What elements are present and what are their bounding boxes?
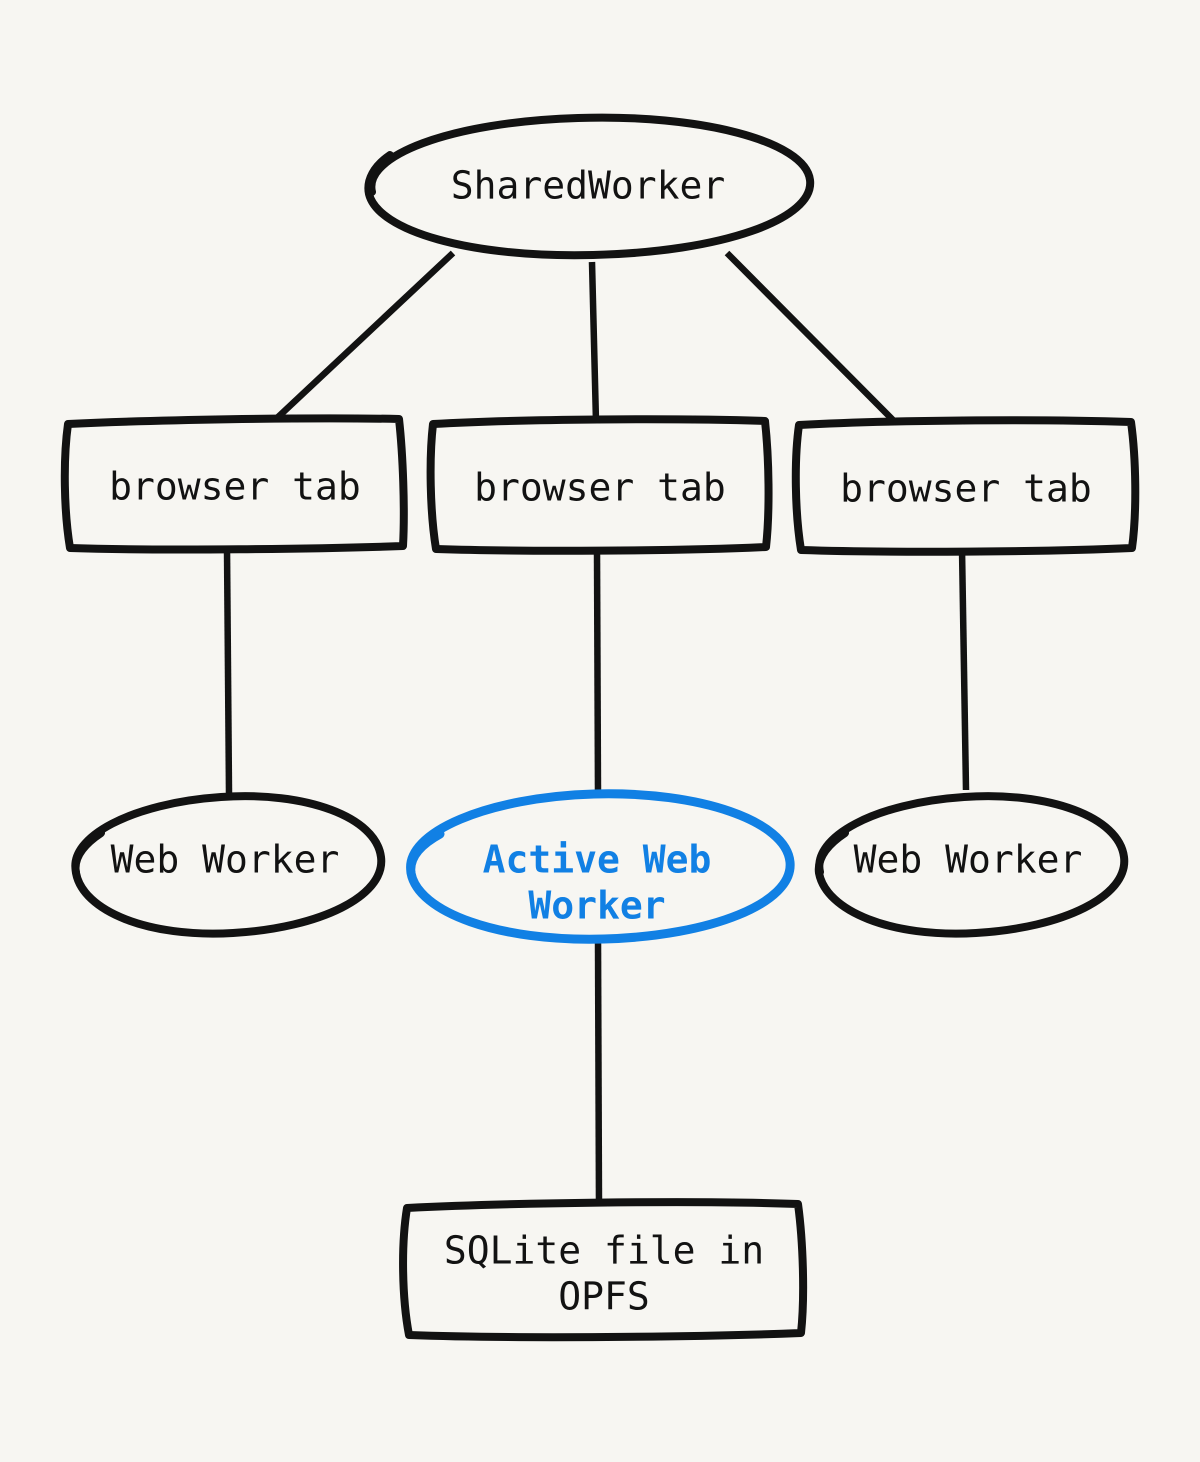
shared-worker-outline (364, 113, 815, 260)
edge-sharedworker-to-tab-right (724, 250, 896, 423)
worker-left-outline (71, 792, 386, 938)
edge-sharedworker-to-tab-left (274, 250, 456, 421)
node-sqlite-file[interactable]: SQLite file in OPFS (399, 1198, 808, 1342)
node-worker-center-active[interactable]: Active Web Worker (406, 789, 795, 944)
worker-right-outline (814, 792, 1129, 938)
worker-center-label-line1: Active Web (483, 838, 712, 882)
sqlite-file-label-line2: OPFS (558, 1275, 650, 1319)
tab-right-outline (791, 416, 1140, 556)
worker-left-fill (70, 796, 380, 929)
tab-right-fill (798, 421, 1135, 551)
node-tab-right[interactable]: browser tab (791, 416, 1140, 556)
tab-left-fill (66, 418, 404, 550)
worker-left-label: Web Worker (111, 838, 340, 882)
tab-center-fill (432, 420, 768, 550)
edge-tab-left-to-worker-left (223, 548, 233, 794)
worker-center-outline (406, 789, 795, 944)
edge-worker-center-to-sqlite (594, 939, 603, 1209)
edge-tab-right-to-worker-right (958, 548, 970, 791)
edge-tab-center-to-worker-center (593, 551, 602, 797)
node-tab-left[interactable]: browser tab (60, 414, 408, 554)
tab-left-outline (60, 414, 408, 554)
shared-worker-label: SharedWorker (451, 164, 726, 208)
tab-right-label: browser tab (840, 467, 1092, 511)
worker-center-label-line2: Worker (528, 884, 665, 928)
worker-right-label: Web Worker (854, 838, 1083, 882)
node-tab-center[interactable]: browser tab (426, 415, 773, 555)
edge-sharedworker-to-tab-center (588, 261, 600, 423)
sqlite-file-outline (399, 1198, 808, 1342)
sqlite-file-fill (405, 1202, 803, 1336)
node-worker-right[interactable]: Web Worker (814, 792, 1129, 938)
node-worker-left[interactable]: Web Worker (70, 792, 386, 938)
worker-right-fill (814, 796, 1122, 929)
tab-center-outline (426, 415, 773, 555)
node-shared-worker[interactable]: SharedWorker (364, 113, 815, 260)
edge-group (223, 250, 970, 1209)
tab-left-label: browser tab (109, 465, 361, 509)
worker-center-fill (406, 794, 788, 935)
tab-center-label: browser tab (474, 466, 726, 510)
shared-worker-fill (366, 118, 809, 251)
sqlite-file-label-line1: SQLite file in (444, 1229, 764, 1273)
